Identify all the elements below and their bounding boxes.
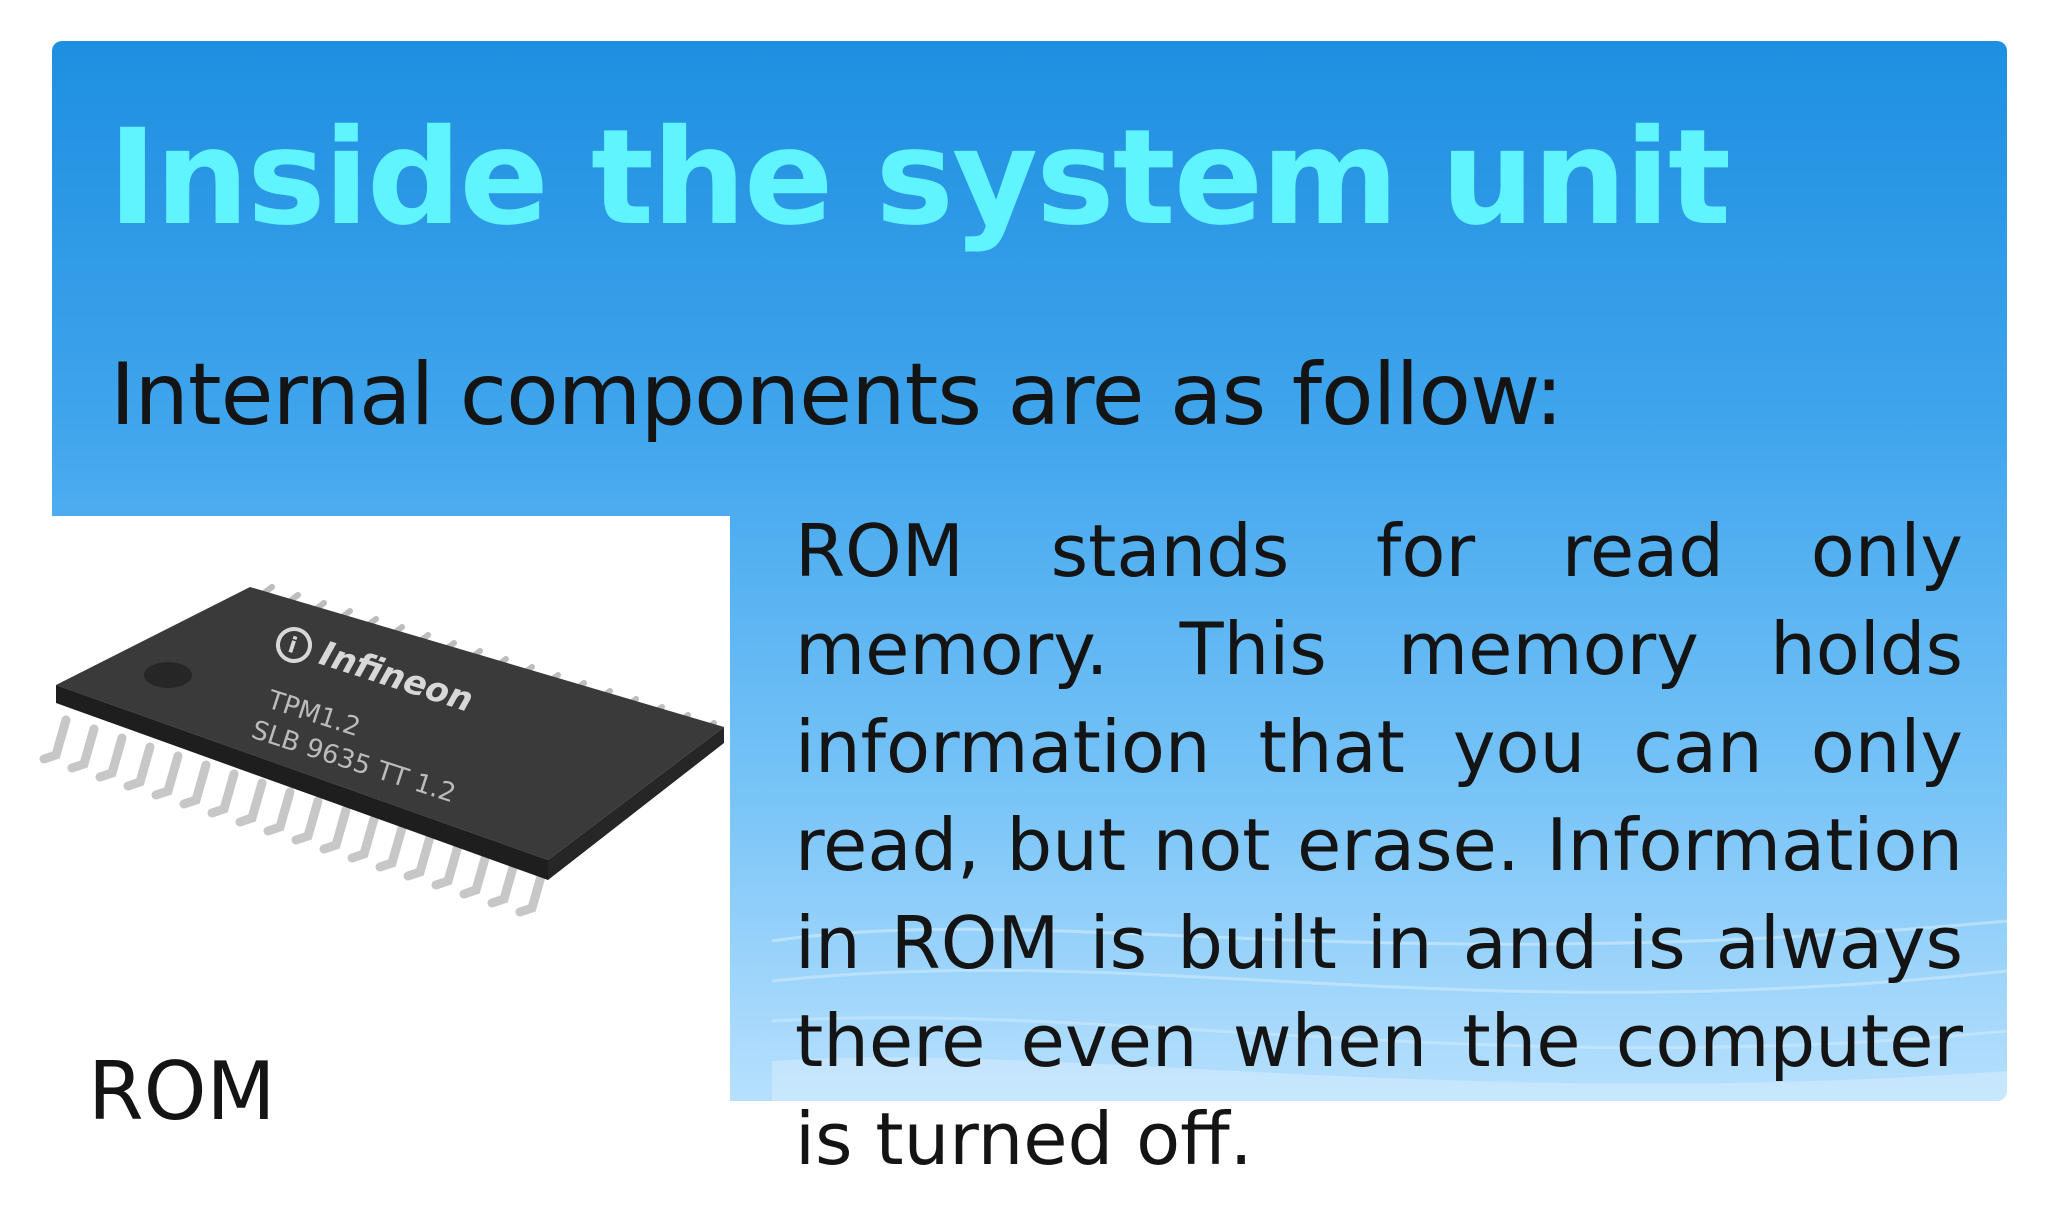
chip-top-surface	[56, 587, 724, 860]
chip-front-side	[56, 685, 548, 880]
slide-subtitle: Internal components are as follow:	[110, 345, 1564, 445]
slide-title: Inside the system unit	[108, 101, 1731, 255]
image-caption: ROM	[88, 1045, 276, 1138]
decorative-waves	[771, 919, 2007, 1101]
chip-pin1-dot	[144, 662, 192, 688]
chip-pins-front	[39, 715, 547, 917]
rom-description: ROM stands for read only memory. This me…	[795, 509, 1963, 1181]
chip-right-side	[548, 727, 724, 880]
rom-chip-image: i Infineon TPM1.2 SLB 9635 TT 1.2	[39, 584, 724, 917]
